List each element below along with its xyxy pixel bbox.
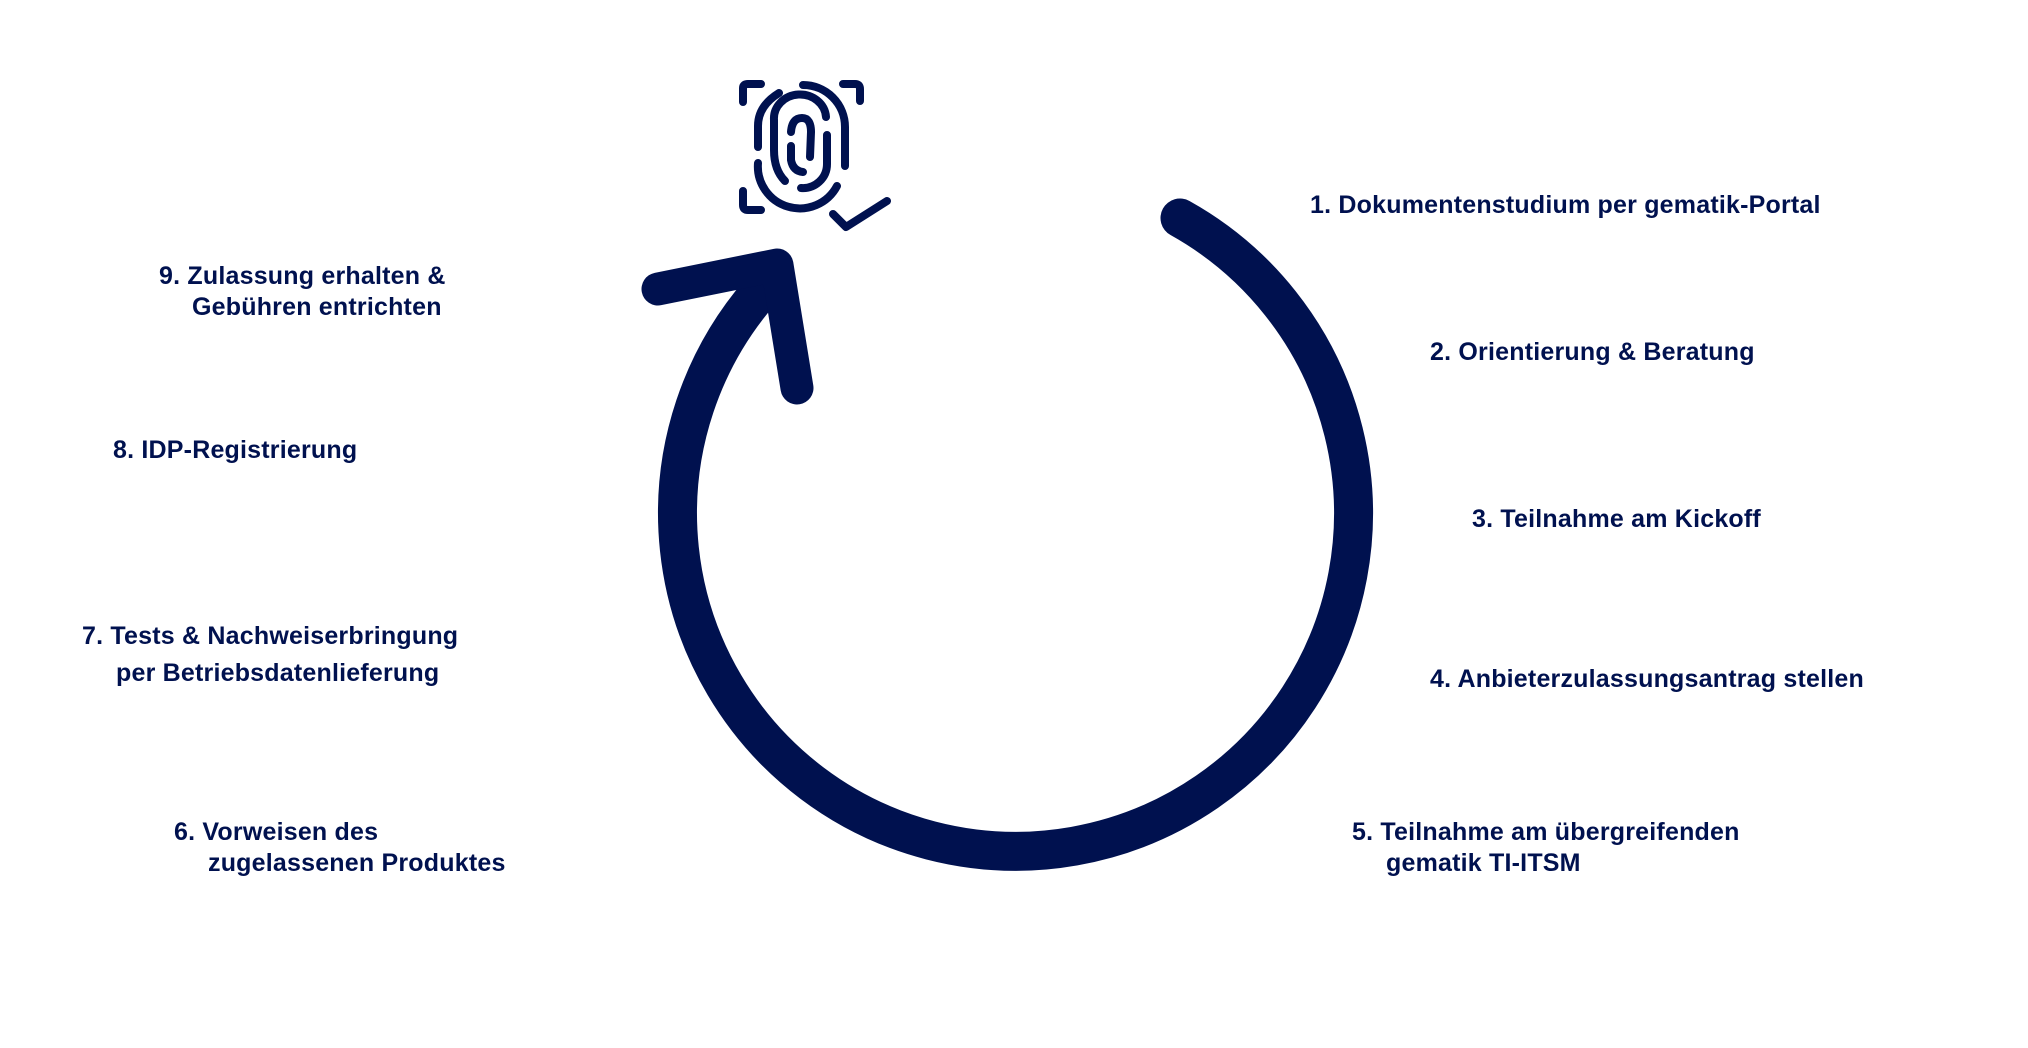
step-6-label: 6. Vorweisen des zugelassenen Produktes <box>174 817 506 879</box>
step-2-line-1: 2. Orientierung & Beratung <box>1430 338 1755 366</box>
step-8-line-1: 8. IDP-Registrierung <box>113 436 358 464</box>
cycle-arrow <box>641 198 1373 871</box>
step-3-line-1: 3. Teilnahme am Kickoff <box>1472 505 1761 533</box>
arrowhead <box>641 248 814 405</box>
step-6-line-1: 6. Vorweisen des <box>174 818 379 846</box>
step-6-line-2: zugelassenen Produktes <box>208 849 506 877</box>
step-8-label: 8. IDP-Registrierung <box>113 435 357 466</box>
step-5-line-2: gematik TI-ITSM <box>1386 849 1581 877</box>
cycle-arc <box>658 198 1373 871</box>
step-9-line-2: Gebühren entrichten <box>192 293 442 321</box>
step-5-line-1: 5. Teilnahme am übergreifenden <box>1352 818 1740 846</box>
step-9-label: 9. Zulassung erhalten & Gebühren entrich… <box>159 261 446 323</box>
step-3-label: 3. Teilnahme am Kickoff <box>1472 504 1761 535</box>
fingerprint-check-icon <box>739 80 891 231</box>
step-9-line-1: 9. Zulassung erhalten & <box>159 262 446 290</box>
step-2-label: 2. Orientierung & Beratung <box>1430 337 1755 368</box>
step-4-label: 4. Anbieterzulassungsantrag stellen <box>1430 664 1864 695</box>
step-4-line-1: 4. Anbieterzulassungsantrag stellen <box>1430 665 1864 693</box>
step-5-label: 5. Teilnahme am übergreifenden gematik T… <box>1352 817 1740 879</box>
step-7-line-2: per Betriebsdatenlieferung <box>116 659 440 687</box>
step-7-line-1: 7. Tests & Nachweiserbringung <box>82 622 459 650</box>
step-1-label: 1. Dokumentenstudium per gematik-Portal <box>1310 190 1821 221</box>
step-1-line-1: 1. Dokumentenstudium per gematik-Portal <box>1310 191 1821 219</box>
step-7-label: 7. Tests & Nachweiserbringung per Betrie… <box>82 618 458 692</box>
